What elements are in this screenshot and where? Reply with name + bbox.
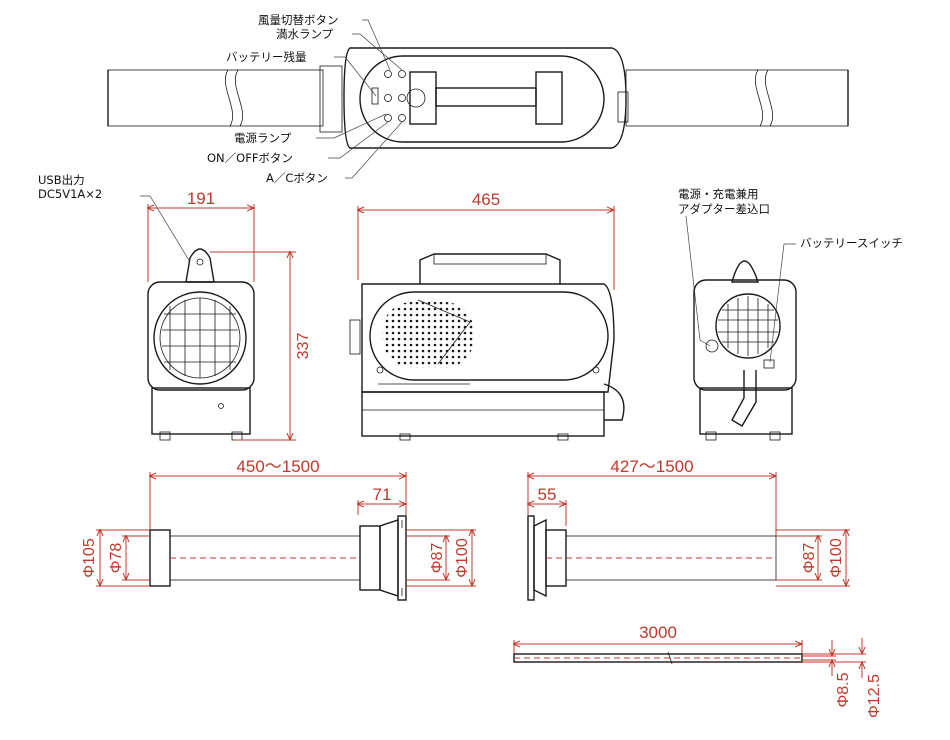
front-height-dim: 337	[295, 333, 312, 360]
left-right-inner-diameter-dim: Φ87	[429, 543, 446, 574]
right-duct-end-dim: 55	[538, 485, 557, 504]
right-inner-diameter-dim: Φ87	[801, 543, 818, 574]
battery-switch-label: バッテリースイッチ	[800, 236, 903, 250]
ac-button-label: A／Cボタン	[266, 171, 328, 185]
side-length-dim: 465	[472, 190, 500, 209]
front-view: USB出力 DC5V1A×2 191 3	[38, 173, 312, 440]
left-duct: 450〜1500 71 Φ105 Φ78 Φ87 Φ100	[81, 457, 476, 601]
top-right-duct	[625, 69, 849, 127]
right-duct: 427〜1500 55 Φ87 Φ100	[528, 457, 850, 601]
left-outer-diameter-dim: Φ105	[81, 538, 98, 578]
left-duct-length-dim: 450〜1500	[236, 457, 319, 476]
power-lamp-label: 電源ランプ	[234, 131, 292, 145]
battery-remaining-label: バッテリー残量	[226, 50, 307, 64]
right-outer-diameter-dim: Φ100	[828, 538, 845, 578]
usb-label-line1: USB出力	[38, 173, 85, 187]
full-water-lamp-label: 満水ランプ	[276, 27, 334, 41]
front-width-dim: 191	[187, 189, 215, 208]
hose-inner-diameter-dim: Φ8.5	[835, 672, 852, 707]
drain-hose: 3000 Φ8.5 Φ12.5	[514, 623, 883, 718]
usb-label-line2: DC5V1A×2	[38, 187, 102, 201]
hose-length-dim: 3000	[639, 623, 677, 642]
right-duct-length-dim: 427〜1500	[610, 457, 693, 476]
fan-speed-button-label: 風量切替ボタン	[258, 13, 339, 27]
adapter-label-line2: アダプター差込口	[678, 202, 770, 216]
rear-view: 電源・充電兼用 アダプター差込口 バッテリースイッチ	[678, 187, 903, 441]
rear-grille	[718, 296, 778, 356]
top-body	[343, 47, 629, 149]
hose-outer-diameter-dim: Φ12.5	[866, 674, 883, 718]
top-view: 風量切替ボタン 満水ランプ バッテリー残量 電源ランプ ON／OFFボタン A／…	[107, 13, 849, 185]
top-left-duct	[107, 65, 343, 133]
side-view: 465	[349, 190, 625, 441]
on-off-button-label: ON／OFFボタン	[207, 151, 293, 165]
left-right-outer-diameter-dim: Φ100	[454, 538, 471, 578]
left-inner-diameter-dim: Φ78	[108, 543, 125, 574]
adapter-label-line1: 電源・充電兼用	[678, 187, 759, 201]
left-duct-end-dim: 71	[373, 485, 392, 504]
front-grille	[162, 298, 238, 378]
